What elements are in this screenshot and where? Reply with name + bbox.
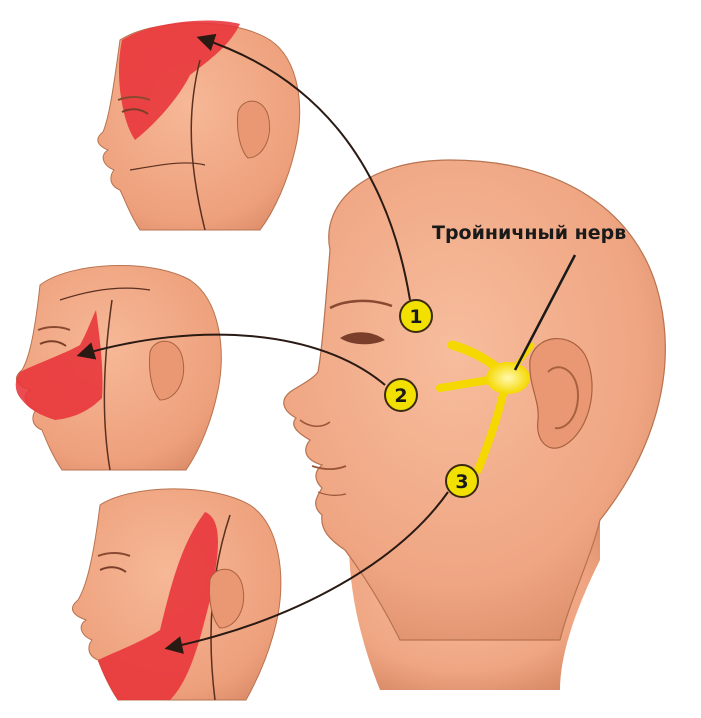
badge-1-number: 1 (409, 306, 422, 328)
badge-2: 2 (385, 379, 417, 411)
head-branch-3 (72, 489, 280, 700)
badge-1: 1 (400, 300, 432, 332)
head-branch-2 (16, 265, 222, 470)
head-branch-1 (98, 21, 300, 230)
badge-3: 3 (446, 465, 478, 497)
badge-3-number: 3 (455, 471, 468, 493)
badge-2-number: 2 (394, 385, 407, 407)
nerve-label: Тройничный нерв (432, 222, 701, 244)
